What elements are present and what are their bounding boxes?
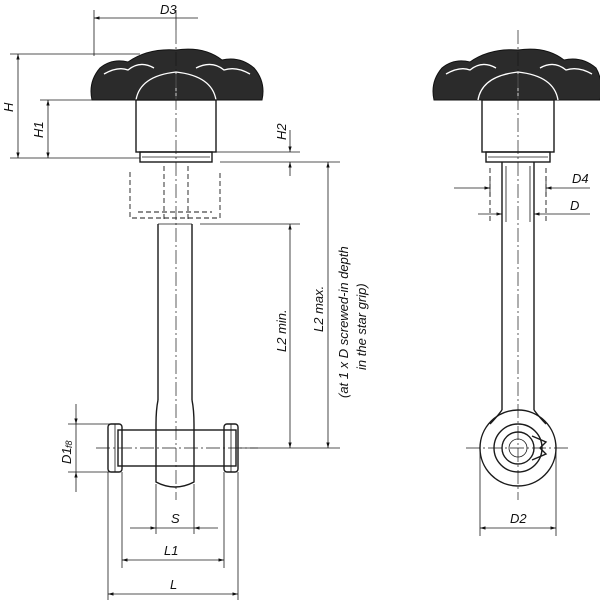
dimensions-front: D3 H H1 H2 L2 min. L2 max. (at 1 x D scr…	[1, 2, 369, 600]
label-l1: L1	[164, 543, 178, 558]
front-view	[90, 30, 264, 500]
cross-pin	[107, 423, 239, 488]
label-h: H	[1, 102, 16, 112]
label-h1: H1	[31, 121, 46, 138]
label-d4: D4	[572, 171, 589, 186]
label-l: L	[170, 577, 177, 592]
label-d3: D3	[160, 2, 177, 17]
side-view	[432, 30, 600, 500]
shaft	[155, 223, 195, 425]
label-l2-min: L2 min.	[274, 309, 289, 352]
label-s: S	[171, 511, 180, 526]
label-d: D	[570, 198, 579, 213]
star-grip-side	[432, 48, 600, 101]
label-h2: H2	[274, 123, 289, 140]
dimensions-side: D4 D D2	[454, 171, 590, 536]
hidden-bushing	[129, 166, 221, 222]
label-d2: D2	[510, 511, 527, 526]
star-grip	[90, 48, 264, 101]
label-l2-note-1: (at 1 x D screwed-in depth	[336, 246, 351, 398]
label-l2-max: L2 max.	[311, 286, 326, 332]
label-d1: D1	[59, 447, 74, 464]
label-d1-tolerance: f8	[64, 440, 74, 448]
label-l2-note-2: in the star grip)	[354, 283, 369, 370]
